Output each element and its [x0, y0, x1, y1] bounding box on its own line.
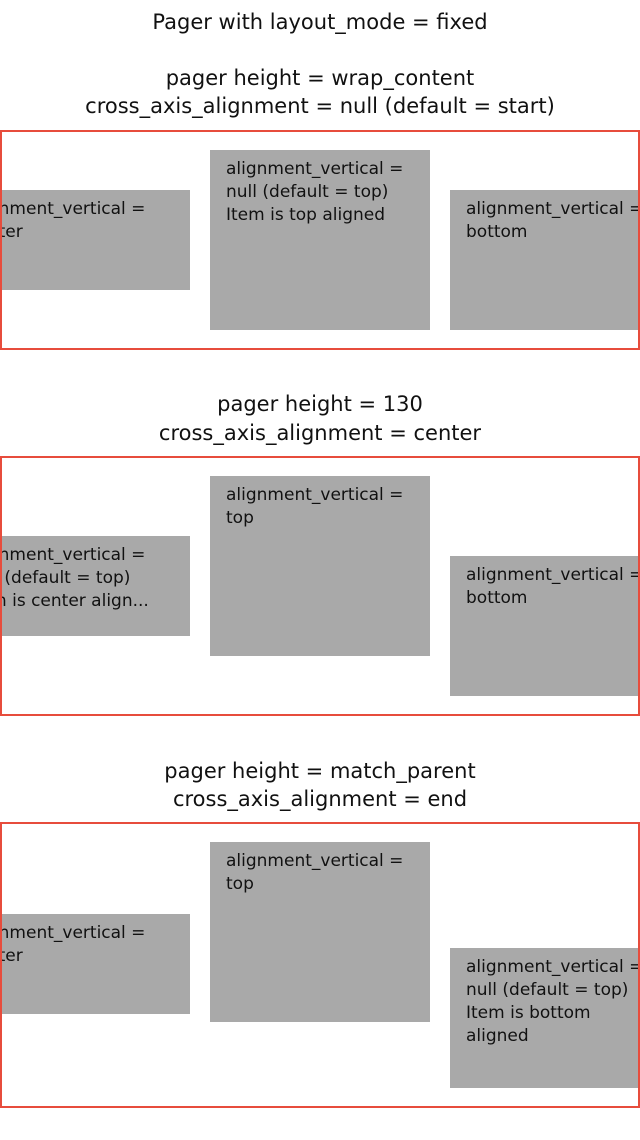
section-2-heading-line1: pager height = 130: [217, 392, 423, 416]
pager-item-label: alignment_vertical = bottom: [466, 565, 638, 608]
pager-wrap-content[interactable]: alignment_vertical = center alignment_ve…: [0, 130, 640, 350]
pager-item-right[interactable]: alignment_vertical = bottom: [450, 190, 638, 330]
pager-item-label: alignment_vertical = bottom: [466, 199, 638, 242]
section-1-heading-line1: pager height = wrap_content: [165, 66, 475, 90]
pager-item-center[interactable]: alignment_vertical = top: [210, 842, 430, 1022]
pager-item-right[interactable]: alignment_vertical = bottom: [450, 556, 638, 696]
pager-item-label: alignment_vertical = null (default = top…: [466, 957, 638, 1046]
section-3-heading-line1: pager height = match_parent: [164, 759, 476, 783]
pager-item-label: alignment_vertical = top: [226, 851, 404, 894]
section-2-heading-line2: cross_axis_alignment = center: [158, 421, 482, 445]
pager-item-label: alignment_vertical = center: [2, 199, 146, 242]
pager-item-label: alignment_vertical = center: [2, 923, 146, 966]
pager-item-label: alignment_vertical = top: [226, 485, 404, 528]
pager-item-center[interactable]: alignment_vertical = top: [210, 476, 430, 656]
pager-item-right[interactable]: alignment_vertical = null (default = top…: [450, 948, 638, 1088]
page-title: Pager with layout_mode = fixed: [152, 10, 488, 34]
section-3-heading-line2: cross_axis_alignment = end: [172, 787, 468, 811]
pager-height-130[interactable]: alignment_vertical = null (default = top…: [0, 456, 640, 716]
pager-item-label: alignment_vertical = null (default = top…: [2, 545, 149, 611]
pager-item-left[interactable]: alignment_vertical = center: [2, 190, 190, 290]
pager-item-left[interactable]: alignment_vertical = null (default = top…: [2, 536, 190, 636]
pager-item-label: alignment_vertical = null (default = top…: [226, 159, 404, 225]
pager-item-left[interactable]: alignment_vertical = center: [2, 914, 190, 1014]
section-1-heading-line2: cross_axis_alignment = null (default = s…: [85, 94, 555, 118]
pager-item-center[interactable]: alignment_vertical = null (default = top…: [210, 150, 430, 330]
pager-match-parent[interactable]: alignment_vertical = center alignment_ve…: [0, 822, 640, 1108]
